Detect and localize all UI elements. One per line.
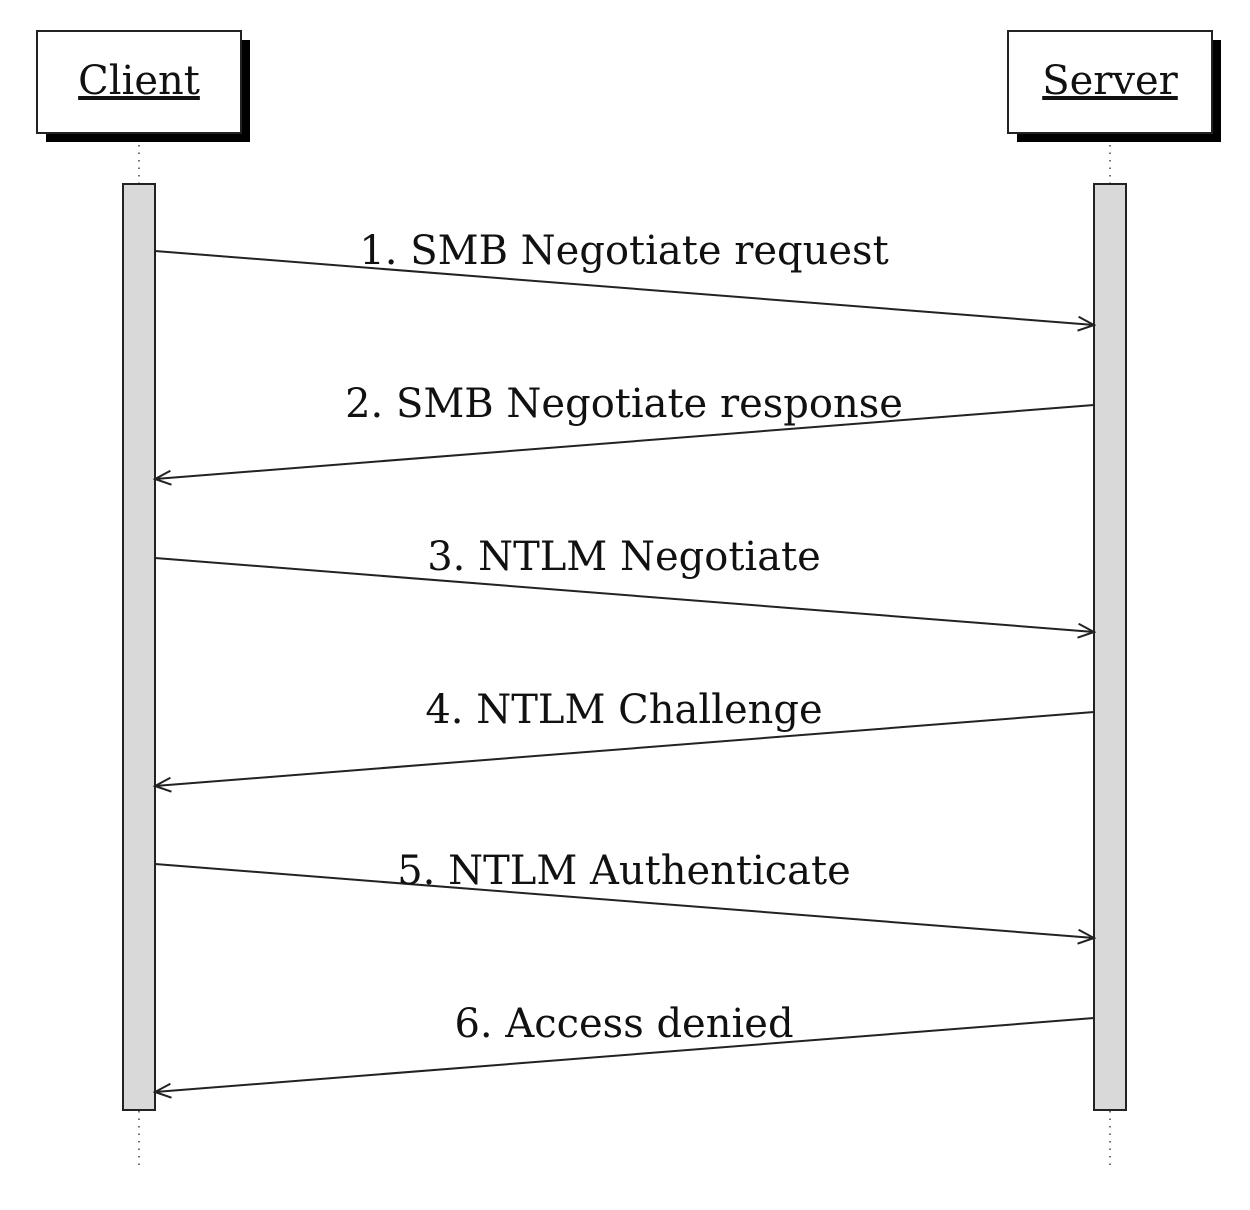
participant-client-label: Client (78, 58, 200, 104)
message-5-arrow (154, 863, 1094, 938)
message-5-label: 5. NTLM Authenticate (397, 848, 851, 894)
message-3: 3. NTLM Negotiate (154, 534, 1094, 632)
message-3-arrow (154, 557, 1094, 632)
activation-bar-server (1093, 183, 1127, 1111)
message-1-label: 1. SMB Negotiate request (359, 228, 888, 274)
message-3-label: 3. NTLM Negotiate (427, 534, 821, 580)
message-2: 2. SMB Negotiate response (155, 381, 1095, 479)
message-2-label: 2. SMB Negotiate response (345, 381, 903, 427)
message-4-label: 4. NTLM Challenge (425, 687, 822, 733)
participant-server-box (1007, 30, 1213, 134)
activation-bar-client (122, 183, 156, 1111)
participant-client-box (36, 30, 242, 134)
message-6-label: 6. Access denied (454, 1001, 793, 1047)
message-1-arrow (154, 250, 1094, 325)
message-2-arrow (155, 404, 1095, 479)
participant-client: Client (36, 30, 250, 142)
message-4-arrow (155, 711, 1095, 786)
message-1: 1. SMB Negotiate request (154, 228, 1094, 325)
participant-server-label: Server (1042, 58, 1178, 104)
message-6: 6. Access denied (155, 1001, 1095, 1092)
participant-server: Server (1007, 30, 1221, 142)
message-6-arrow (155, 1017, 1095, 1092)
message-5: 5. NTLM Authenticate (154, 848, 1094, 938)
message-4: 4. NTLM Challenge (155, 687, 1095, 786)
